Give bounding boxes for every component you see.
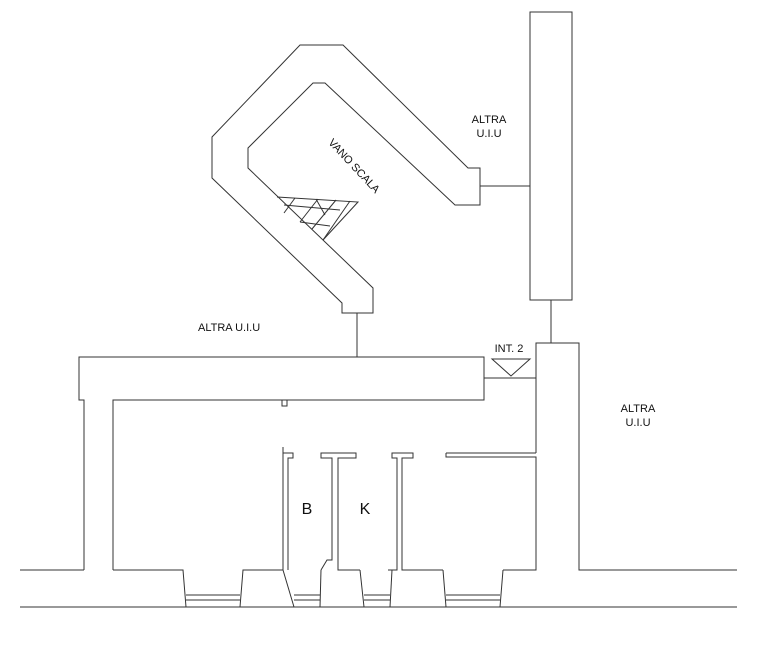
wall-notch xyxy=(281,400,288,407)
walls xyxy=(20,11,737,608)
right-wall xyxy=(535,342,737,571)
stairwell-label: VANO SCALA xyxy=(326,137,383,196)
other-unit-top-label-2: U.I.U xyxy=(476,128,501,140)
unit-marker-label: INT. 2 xyxy=(495,343,524,355)
partition-b-k xyxy=(320,452,360,571)
stair-hatch xyxy=(276,196,360,241)
other-unit-top-label-1: ALTRA xyxy=(472,114,507,126)
partition-b xyxy=(282,447,294,570)
other-unit-right-label-2: U.I.U xyxy=(625,417,650,429)
stairwell-walls xyxy=(211,44,530,357)
other-unit-right-label-1: ALTRA xyxy=(621,403,656,415)
stair-outer-wall xyxy=(211,44,481,314)
windows xyxy=(186,594,500,601)
other-unit-left-label: ALTRA U.I.U xyxy=(198,322,260,334)
unit-marker-triangle-icon xyxy=(490,358,532,377)
upper-right-wall xyxy=(529,11,573,301)
corridor-wall xyxy=(78,356,485,570)
partition-k xyxy=(388,452,443,571)
room-b-label: B xyxy=(302,501,313,518)
room-k-label: K xyxy=(360,501,371,518)
